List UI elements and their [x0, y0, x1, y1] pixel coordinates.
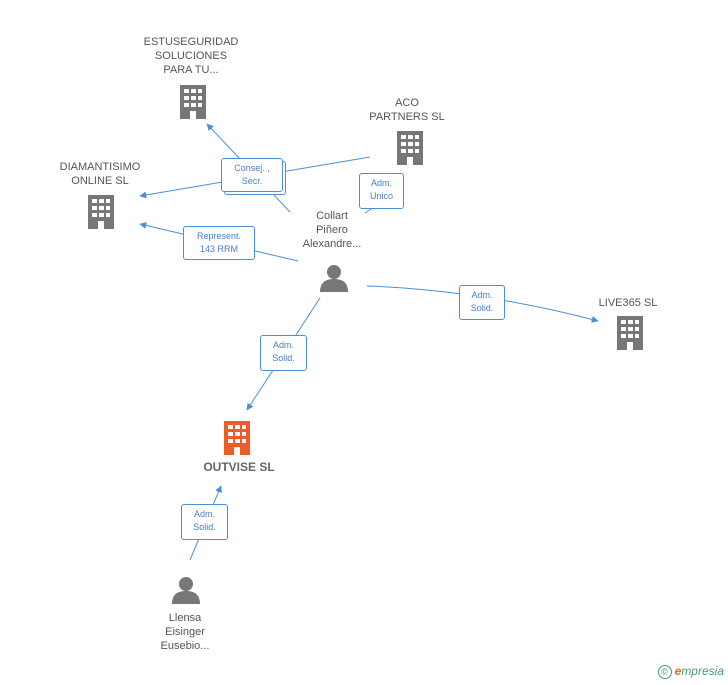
- llensa-label[interactable]: Llensa Eisinger Eusebio...: [160, 612, 210, 652]
- outvise-label[interactable]: OUTVISE SL: [203, 460, 275, 474]
- collart-label[interactable]: Collart Piñero Alexandre...: [302, 210, 362, 250]
- live365-building-icon[interactable]: [617, 316, 643, 350]
- diamantisimo-label[interactable]: DIAMANTISIMO ONLINE SL: [59, 161, 141, 187]
- brand-first-letter: e: [674, 664, 682, 679]
- edge-label-adm-solid-live365: Adm. Solid.: [459, 285, 505, 320]
- edge-label-adm-unico: Adm. Unico: [359, 173, 404, 209]
- estuseguridad-building-icon[interactable]: [180, 85, 206, 119]
- collart-person-icon[interactable]: [320, 265, 348, 292]
- copyright-icon: ©: [657, 665, 672, 679]
- aco-label[interactable]: ACO PARTNERS SL: [369, 97, 445, 123]
- estuseguridad-label[interactable]: ESTUSEGURIDAD SOLUCIONES PARA TU...: [143, 36, 239, 76]
- empresia-watermark: ©empresia: [657, 664, 724, 679]
- edge-label-adm-solid-outvise: Adm. Solid.: [260, 335, 307, 371]
- brand-rest: mpresia: [681, 664, 724, 679]
- outvise-building-icon[interactable]: [224, 421, 250, 455]
- aco-building-icon[interactable]: [397, 131, 423, 165]
- live365-label[interactable]: LIVE365 SL: [598, 297, 658, 309]
- edge-label-adm-solid-llensa: Adm. Solid.: [181, 504, 228, 540]
- diamantisimo-building-icon[interactable]: [88, 195, 114, 229]
- edge-label-represent: Represent. 143 RRM: [183, 226, 255, 260]
- edge-label-consej-secr: Consej. , Secr.: [221, 158, 283, 192]
- llensa-person-icon[interactable]: [172, 577, 200, 604]
